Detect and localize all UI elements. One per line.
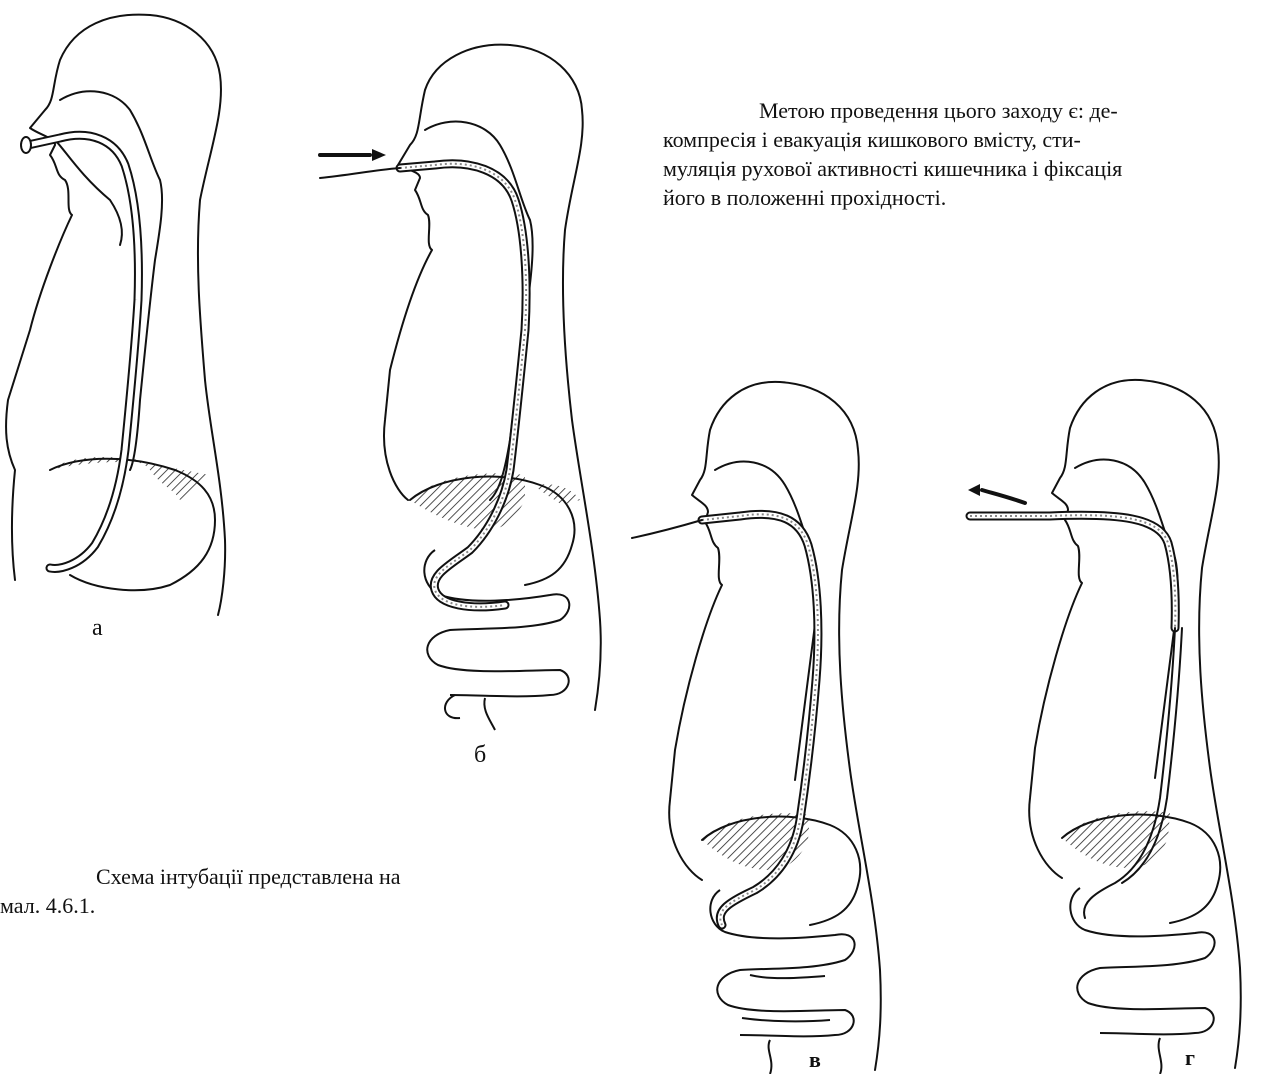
description-line-1: Метою проведення цього заходу є: де- xyxy=(663,96,1258,125)
description-line-3: муляція рухової активності кишечника і ф… xyxy=(663,154,1258,183)
figure-g-illustration xyxy=(970,368,1262,1074)
figure-b-illustration xyxy=(310,30,650,730)
figure-v-illustration xyxy=(630,370,950,1074)
figure-label-v: в xyxy=(809,1048,821,1072)
figure-label-g: г xyxy=(1185,1046,1195,1070)
description-line-4: його в положенні прохідності. xyxy=(663,183,1258,212)
figure-a-illustration xyxy=(0,0,290,620)
figure-reference-paragraph: Схема інтубації представлена на мал. 4.6… xyxy=(0,862,520,920)
description-paragraph: Метою проведення цього заходу є: де- ком… xyxy=(663,96,1258,212)
figure-label-a: а xyxy=(92,616,103,640)
description-line-2: компресія і евакуація кишкового вмісту, … xyxy=(663,125,1258,154)
figure-label-b: б xyxy=(474,743,486,767)
figure-reference-line-2: мал. 4.6.1. xyxy=(0,891,520,920)
figure-reference-line-1: Схема інтубації представлена на xyxy=(0,862,520,891)
